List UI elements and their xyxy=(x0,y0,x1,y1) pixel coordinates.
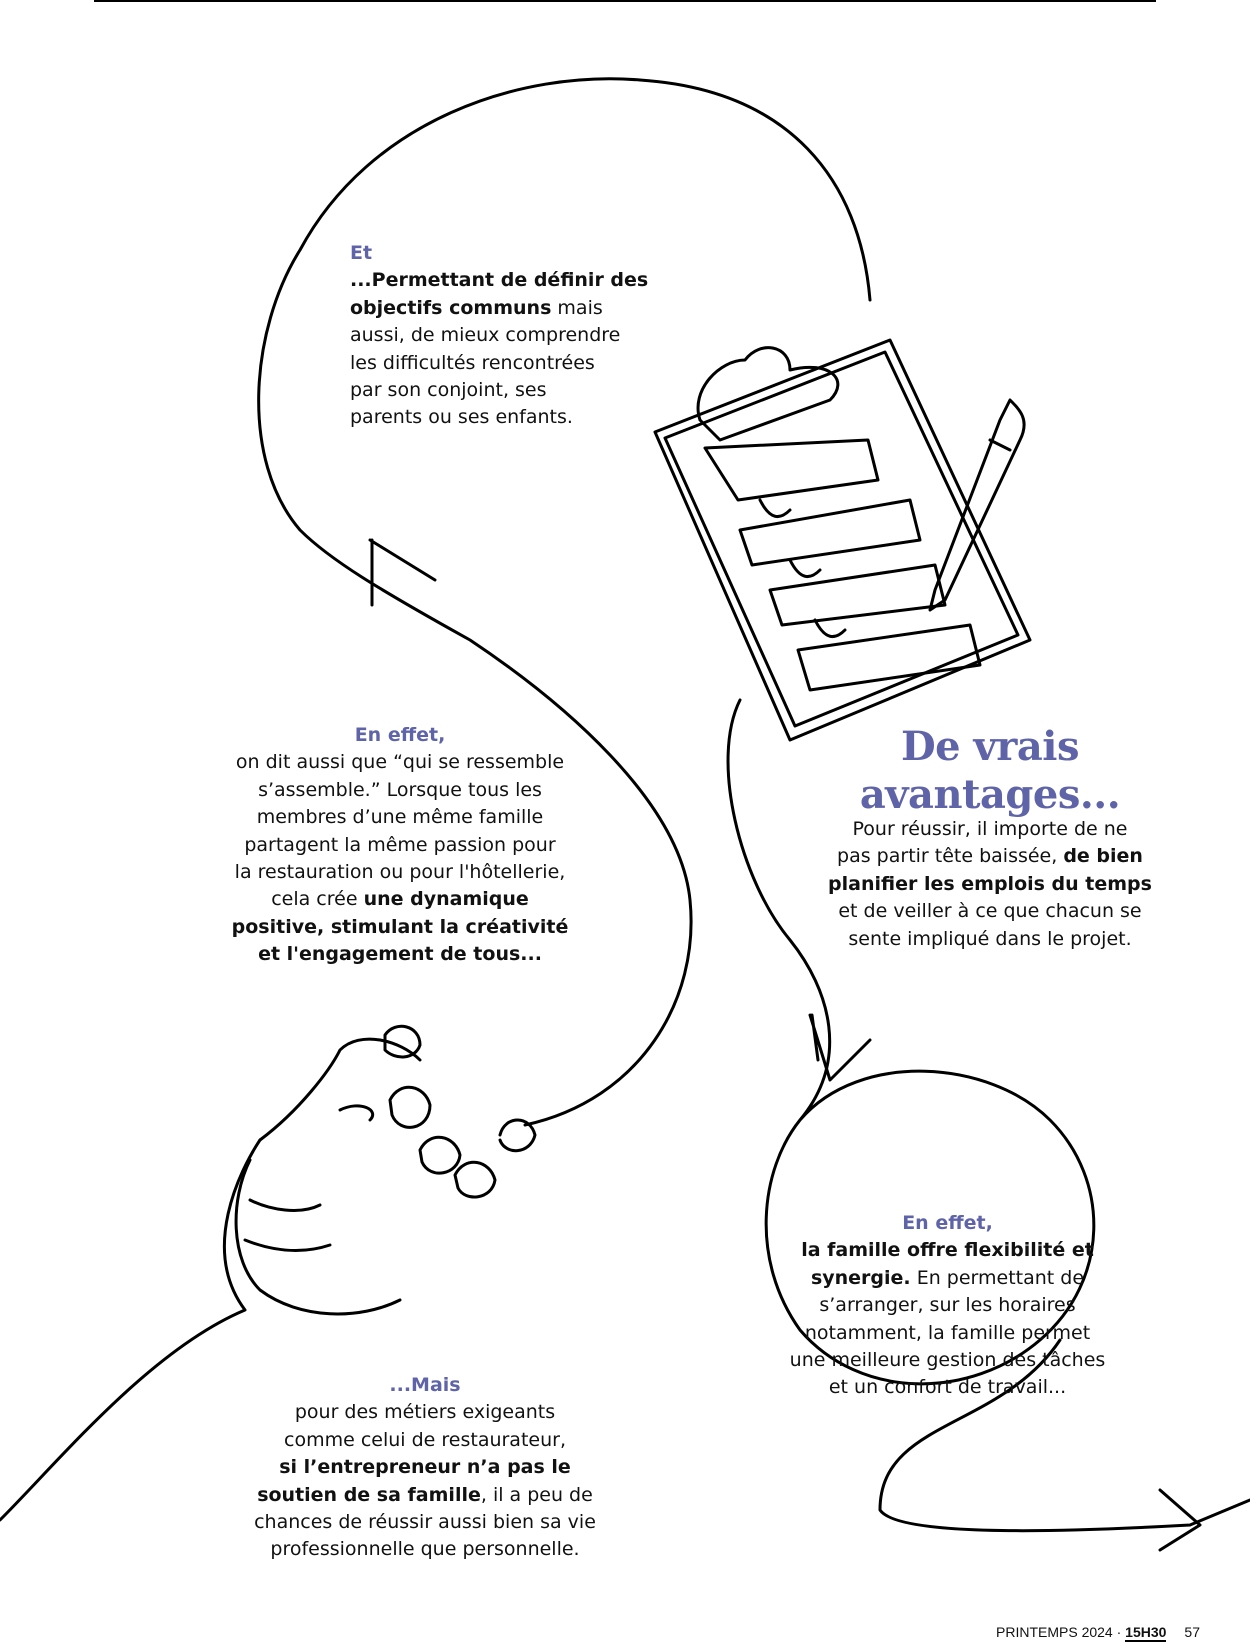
text-line: et l'engagement de tous... xyxy=(258,943,542,966)
pen-icon xyxy=(928,398,1026,612)
section-heading: De vrais avantages... xyxy=(820,723,1160,819)
footer-season: PRINTEMPS 2024 · xyxy=(996,1624,1126,1640)
handshake-icon xyxy=(234,1024,537,1316)
text-line: la restauration ou pour l'hôtellerie, xyxy=(234,861,566,884)
text-line: si l’entrepreneur n’a pas le xyxy=(279,1456,571,1479)
page-number: 57 xyxy=(1184,1624,1200,1640)
text-line: synergie. En permettant de xyxy=(810,1266,1085,1289)
text-line: sente impliqué dans le projet. xyxy=(848,927,1132,950)
text-line: partagent la même passion pour xyxy=(244,833,556,856)
lead-en-effet-2: En effet, xyxy=(902,1212,993,1234)
text-block-en-effet-2: En effet, la famille offre flexibilité e… xyxy=(775,1210,1120,1402)
text-line: objectifs communs mais xyxy=(350,296,603,319)
lead-en-effet-1: En effet, xyxy=(354,724,446,746)
flow-line xyxy=(0,77,872,1522)
text-block-avantages: Pour réussir, il importe de ne pas parti… xyxy=(820,816,1160,953)
footer-magazine: 15H30 xyxy=(1125,1624,1167,1642)
text-line: pour des métiers exigeants xyxy=(294,1401,556,1424)
top-rule xyxy=(94,0,1156,2)
text-line: positive, stimulant la créativité xyxy=(231,915,569,938)
lead-et: Et xyxy=(350,242,373,264)
text-line: chances de réussir aussi bien sa vie xyxy=(254,1511,596,1534)
text-line: comme celui de restaurateur, xyxy=(284,1428,566,1451)
text-line: ...Permettant de définir des xyxy=(350,269,649,292)
page-footer: PRINTEMPS 2024 · 15H30 57 xyxy=(996,1624,1200,1642)
text-line: membres d’une même famille xyxy=(256,806,544,829)
text-block-mais: ...Mais pour des métiers exigeants comme… xyxy=(240,1372,610,1564)
text-line: Pour réussir, il importe de ne xyxy=(852,818,1128,840)
text-line: une meilleure gestion des tâches xyxy=(789,1349,1106,1372)
arrow-icon xyxy=(1158,1488,1202,1552)
heading-line-2: avantages... xyxy=(859,771,1121,818)
text-line: soutien de sa famille, il a peu de xyxy=(257,1483,593,1506)
text-line: on dit aussi que “qui se ressemble xyxy=(235,751,565,774)
text-line: par son conjoint, ses xyxy=(350,379,547,402)
text-line: parents ou ses enfants. xyxy=(350,406,573,429)
heading-line-1: De vrais xyxy=(900,723,1080,770)
text-block-et: Et ...Permettant de définir des objectif… xyxy=(350,240,650,432)
text-block-en-effet-1: En effet, on dit aussi que “qui se resse… xyxy=(210,722,590,969)
text-line: professionnelle que personnelle. xyxy=(270,1538,580,1561)
text-line: et un confort de travail... xyxy=(828,1376,1067,1399)
flow-line-2 xyxy=(726,698,1250,1533)
arrow-icon xyxy=(368,538,437,607)
text-line: les difficultés rencontrées xyxy=(350,351,595,374)
text-line: notamment, la famille permet xyxy=(804,1321,1091,1344)
text-line: s’assemble.” Lorsque tous les xyxy=(258,778,542,801)
text-line: s’arranger, sur les horaires xyxy=(819,1294,1076,1317)
text-line: aussi, de mieux comprendre xyxy=(350,324,621,347)
text-line: la famille offre flexibilité et xyxy=(801,1239,1094,1262)
text-line: pas partir tête baissée, de bien xyxy=(837,845,1143,868)
arrow-icon xyxy=(808,1013,872,1082)
lead-mais: ...Mais xyxy=(389,1374,461,1396)
clipboard-icon xyxy=(653,338,1032,742)
text-line: cela crée une dynamique xyxy=(271,888,529,911)
text-line: et de veiller à ce que chacun se xyxy=(838,900,1142,923)
text-line: planifier les emplois du temps xyxy=(828,872,1152,895)
